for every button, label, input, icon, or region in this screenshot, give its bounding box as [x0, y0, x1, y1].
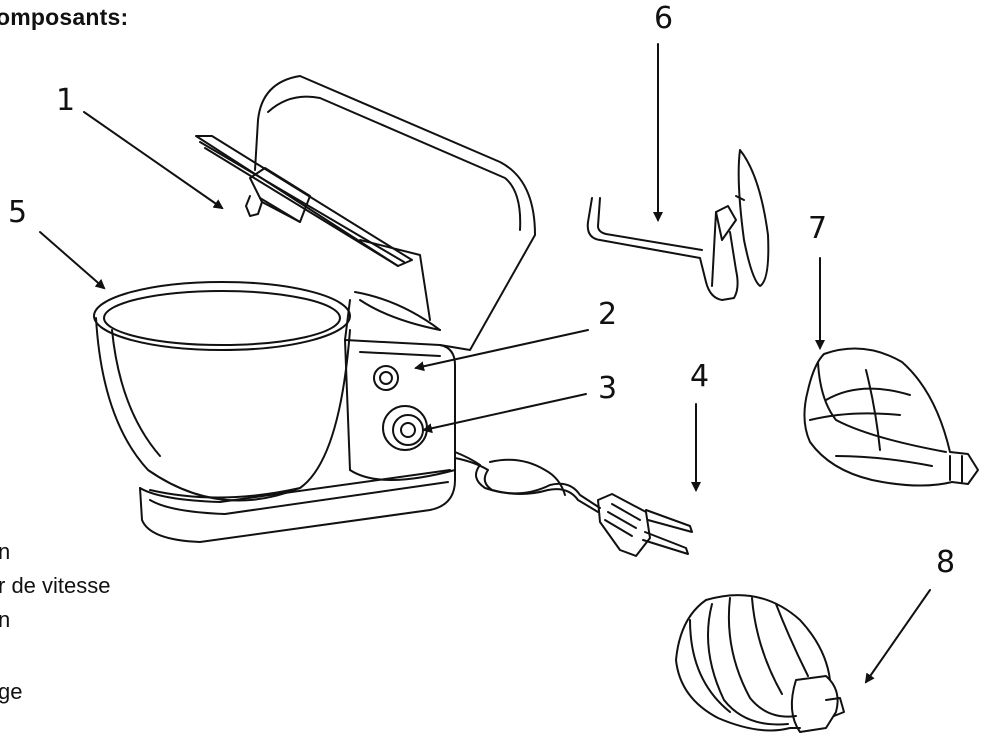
callout-1: 1	[56, 83, 76, 118]
callout-7: 7	[808, 211, 828, 246]
power-plug	[454, 451, 693, 557]
legend-fragment-1: n	[0, 539, 11, 564]
mixer-base	[139, 459, 456, 543]
mixer-body	[344, 339, 456, 481]
flat-beater	[803, 347, 979, 487]
callout-8: 8	[936, 545, 956, 580]
arrow-5	[39, 231, 106, 290]
mixing-bowl	[93, 281, 351, 502]
arrow-8	[864, 589, 931, 684]
balloon-whisk	[675, 594, 845, 733]
legend-fragment-4: ge	[0, 679, 23, 704]
speed-knob-main	[382, 405, 428, 451]
arrow-2	[414, 329, 589, 372]
leader-arrows	[39, 43, 931, 684]
legend-fragment-2: r de vitesse	[0, 573, 111, 598]
splash-lid	[195, 135, 413, 267]
callout-2: 2	[598, 297, 618, 332]
speed-knob-small	[373, 365, 399, 391]
callout-5: 5	[8, 195, 28, 230]
arrow-3	[422, 393, 587, 434]
dough-hook	[586, 149, 770, 301]
callout-6: 6	[654, 1, 674, 36]
arrow-1	[83, 111, 224, 210]
callout-3: 3	[598, 371, 618, 406]
mixer-head	[254, 75, 536, 351]
section-heading: omposants:	[0, 4, 129, 30]
legend-fragment-3: n	[0, 607, 11, 632]
callout-4: 4	[690, 359, 710, 394]
